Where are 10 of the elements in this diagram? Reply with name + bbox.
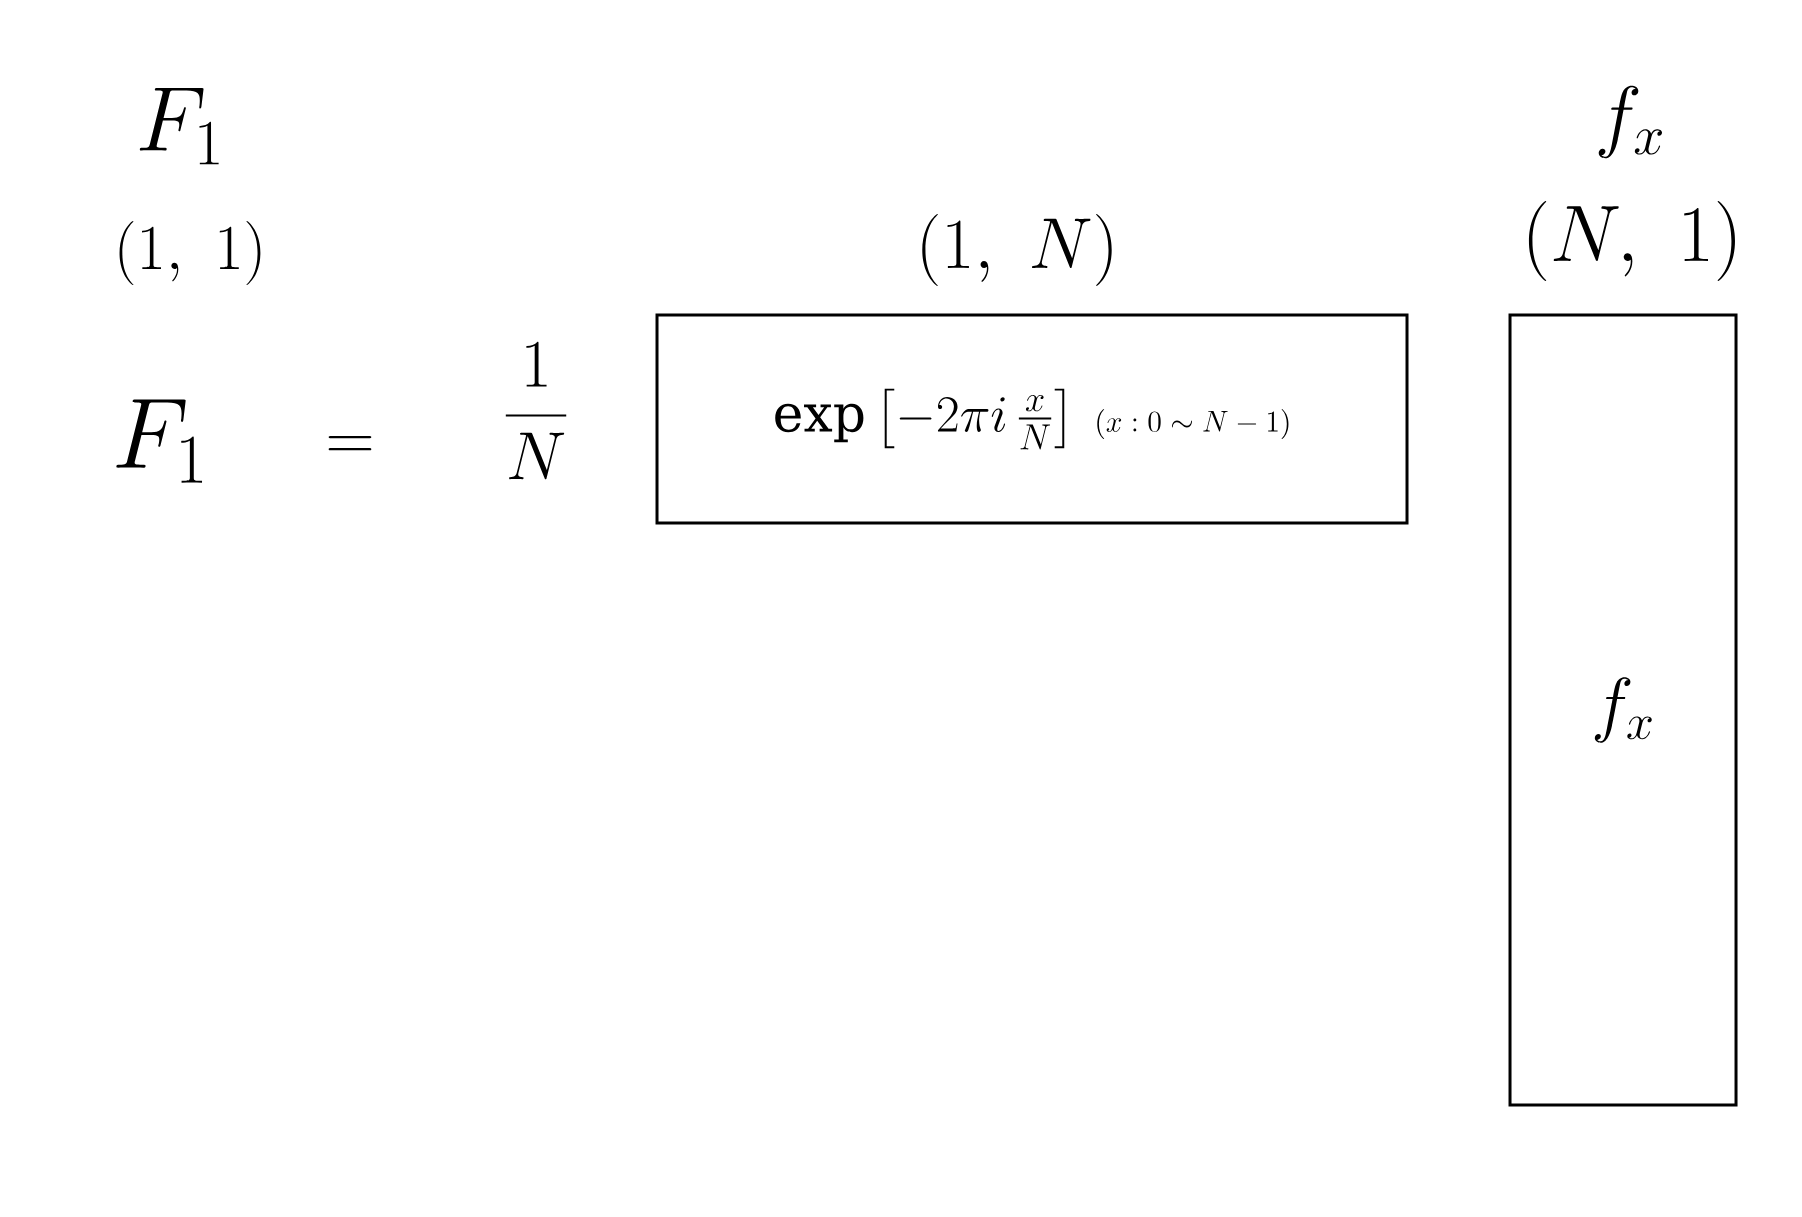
equals-sign: $=$ — [328, 435, 372, 451]
fraction: $\frac{1}{N}$ — [505, 341, 567, 480]
vector-label: $f_x$ — [1598, 85, 1662, 159]
dimension-label: $(1,\ 1)$ — [119, 221, 261, 285]
matrix-label: $F_1$ — [116, 399, 203, 483]
row-vector-box: $\exp\left[-2\pi i\,\frac{x}{N}\right]$ $(x : 0\sim N-1)$ — [655, 313, 1409, 525]
dimension-label: $(1,\ N)$ — [922, 214, 1112, 286]
matrix-label: $F_1$ — [139, 87, 219, 165]
column-vector-box: $f_x$ — [1508, 313, 1738, 1107]
dimension-label: $(N,\ 1)$ — [1528, 201, 1735, 281]
